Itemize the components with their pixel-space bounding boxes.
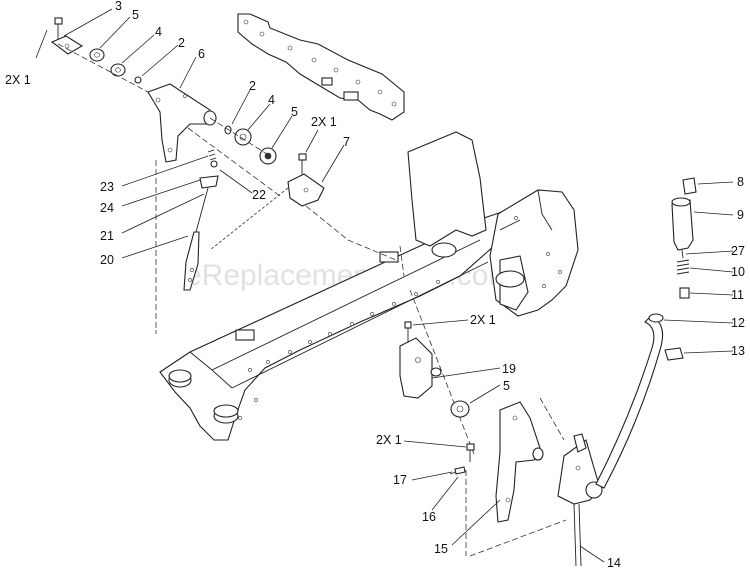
- callout-15: 15: [434, 542, 448, 556]
- right-cable-assembly: [595, 177, 697, 489]
- upper-bracket-plate: [237, 13, 405, 121]
- callout-21: 21: [100, 229, 114, 243]
- callout-3: 3: [115, 0, 122, 13]
- callout-22: 22: [252, 188, 266, 202]
- callout-8: 8: [737, 175, 744, 189]
- callout-2x1: 2X 1: [470, 313, 496, 327]
- callout-2x1: 2X 1: [5, 73, 31, 87]
- callout-7: 7: [343, 135, 350, 149]
- callout-19: 19: [502, 362, 516, 376]
- callout-5: 5: [132, 8, 139, 22]
- callout-14: 14: [607, 556, 621, 570]
- assembly-lines: [57, 43, 567, 557]
- callout-17: 17: [393, 473, 407, 487]
- callout-10: 10: [731, 265, 745, 279]
- callout-4: 4: [155, 25, 162, 39]
- main-frame: [159, 131, 579, 441]
- callout-4: 4: [268, 93, 275, 107]
- callout-2x1: 2X 1: [376, 433, 402, 447]
- callout-2: 2: [249, 79, 256, 93]
- lower-center-parts: [399, 321, 603, 567]
- callout-9: 9: [737, 208, 744, 222]
- callout-27: 27: [731, 244, 745, 258]
- callout-13: 13: [731, 344, 745, 358]
- callout-5: 5: [503, 379, 510, 393]
- callout-12: 12: [731, 316, 745, 330]
- callout-24: 24: [100, 201, 114, 215]
- callout-labels: 3 5 4 2 6 2X 1 2 4 5 2X 1 7 23 24 22 21 …: [5, 0, 745, 570]
- callout-5: 5: [291, 105, 298, 119]
- leader-lines: [35, 8, 734, 563]
- callout-23: 23: [100, 180, 114, 194]
- callout-2x1: 2X 1: [311, 115, 337, 129]
- callout-6: 6: [198, 47, 205, 61]
- callout-2: 2: [178, 36, 185, 50]
- callout-20: 20: [100, 253, 114, 267]
- callout-16: 16: [422, 510, 436, 524]
- callout-11: 11: [731, 288, 744, 302]
